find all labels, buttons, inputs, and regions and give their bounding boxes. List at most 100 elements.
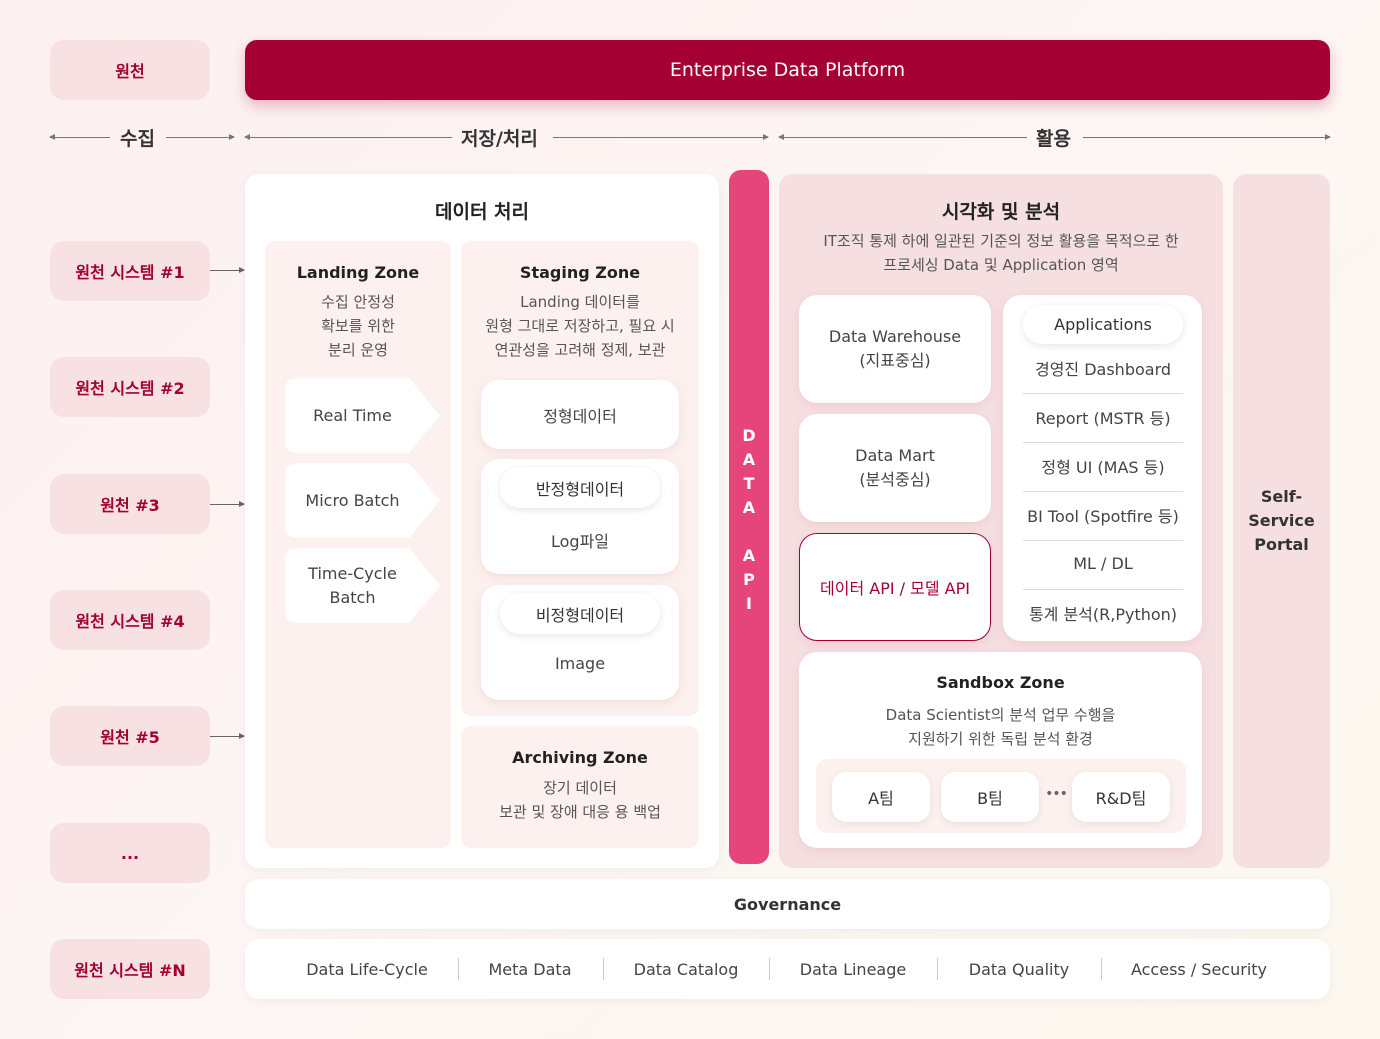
app-divider bbox=[1023, 491, 1183, 492]
store-arrow-right bbox=[553, 134, 769, 140]
portal-line: Portal bbox=[1254, 535, 1309, 554]
micro-batch-item: Micro Batch bbox=[285, 463, 440, 538]
gov-item-metadata: Meta Data bbox=[488, 959, 572, 979]
applications-title: Applications bbox=[1054, 315, 1152, 334]
gov-divider bbox=[458, 958, 459, 980]
data-api-letter: A bbox=[742, 498, 756, 517]
applications-tag: Applications bbox=[1023, 305, 1183, 344]
unstructured-tag-label: 비정형데이터 bbox=[535, 605, 625, 625]
team-a: A팀 bbox=[832, 772, 930, 822]
source-label: 원천 시스템 #2 bbox=[75, 379, 185, 398]
use-arrow-right bbox=[1083, 134, 1331, 140]
staging-zone-desc: Landing 데이터를 원형 그대로 저장하고, 필요 시 연관성을 고려해 … bbox=[461, 290, 699, 362]
team-ellipsis: ••• bbox=[1045, 786, 1068, 802]
source-header: 원천 bbox=[50, 40, 210, 100]
gov-item-catalog: Data Catalog bbox=[633, 959, 739, 979]
portal-line: Service bbox=[1248, 511, 1315, 530]
app-item-dashboard: 경영진 Dashboard bbox=[1034, 359, 1172, 379]
source-label: 원천 #5 bbox=[100, 728, 160, 747]
app-divider bbox=[1023, 540, 1183, 541]
source-system-n: 원천 시스템 #N bbox=[50, 939, 210, 999]
source-label: 원천 #3 bbox=[100, 496, 160, 515]
source-system-2: 원천 시스템 #2 bbox=[50, 357, 210, 417]
analysis-desc: IT조직 통제 하에 일관된 기준의 정보 활용을 목적으로 한 프로세싱 Da… bbox=[779, 229, 1223, 277]
gov-divider bbox=[937, 958, 938, 980]
governance-title: Governance bbox=[733, 894, 842, 914]
governance-bar: Governance bbox=[245, 879, 1330, 929]
semi-structured-tag: 반정형데이터 bbox=[500, 467, 660, 508]
data-api-letter: T bbox=[743, 474, 755, 493]
data-warehouse-card: Data Warehouse (지표중심) bbox=[799, 295, 991, 403]
data-api-bar: D A T A A P I bbox=[729, 170, 769, 864]
source-arrow bbox=[210, 501, 245, 507]
gov-item-quality: Data Quality bbox=[968, 959, 1070, 979]
time-cycle-batch-label: Time-Cycle Batch bbox=[308, 563, 397, 607]
team-b-label: B팀 bbox=[977, 789, 1003, 808]
app-divider bbox=[1023, 589, 1183, 590]
source-system-5: 원천 #5 bbox=[50, 706, 210, 766]
source-system-4: 원천 시스템 #4 bbox=[50, 590, 210, 650]
source-arrow bbox=[210, 267, 245, 273]
desc-line: 연관성을 고려해 정제, 보관 bbox=[494, 341, 666, 359]
micro-batch-label: Micro Batch bbox=[305, 490, 400, 510]
staging-zone-title: Staging Zone bbox=[519, 263, 641, 282]
structured-data-card: 정형데이터 bbox=[481, 380, 679, 449]
gov-item-lifecycle: Data Life-Cycle bbox=[306, 959, 428, 979]
archiving-zone: Archiving Zone 장기 데이터 보관 및 장애 대응 용 백업 bbox=[461, 726, 699, 848]
real-time-item: Real Time bbox=[285, 378, 440, 453]
app-item-bi-tool: BI Tool (Spotfire 등) bbox=[1027, 506, 1179, 526]
source-system-3: 원천 #3 bbox=[50, 474, 210, 534]
app-item-statistics: 통계 분석(R,Python) bbox=[1028, 604, 1178, 624]
gov-item-access-security: Access / Security bbox=[1130, 959, 1268, 979]
gov-item-lineage: Data Lineage bbox=[799, 959, 907, 979]
sandbox-zone-title: Sandbox Zone bbox=[936, 673, 1065, 692]
phase-collect: 수집 bbox=[120, 128, 155, 150]
desc-line: 분리 운영 bbox=[328, 341, 388, 359]
source-header-label: 원천 bbox=[115, 62, 145, 81]
desc-line: 장기 데이터 bbox=[543, 779, 617, 797]
phase-store: 저장/처리 bbox=[461, 128, 538, 150]
gov-divider bbox=[769, 958, 770, 980]
governance-items-bar bbox=[245, 939, 1330, 999]
unstructured-tag: 비정형데이터 bbox=[500, 593, 660, 634]
source-label: 원천 시스템 #4 bbox=[75, 612, 185, 631]
data-api-letter: I bbox=[746, 594, 752, 613]
app-divider bbox=[1023, 442, 1183, 443]
desc-line: 보관 및 장애 대응 용 백업 bbox=[499, 803, 661, 821]
data-processing-title: 데이터 처리 bbox=[434, 201, 529, 223]
team-b: B팀 bbox=[941, 772, 1039, 822]
log-file-label: Log파일 bbox=[550, 532, 610, 551]
team-rnd: R&D팀 bbox=[1072, 772, 1170, 822]
desc-line: 수집 안정성 bbox=[321, 293, 395, 311]
source-arrow bbox=[210, 733, 245, 739]
store-arrow-left bbox=[244, 134, 452, 140]
team-rnd-label: R&D팀 bbox=[1095, 789, 1147, 808]
image-label: Image bbox=[554, 654, 606, 673]
data-api-letter: P bbox=[743, 570, 755, 589]
app-divider bbox=[1023, 393, 1183, 394]
gov-divider bbox=[1101, 958, 1102, 980]
desc-line: 원형 그대로 저장하고, 필요 시 bbox=[485, 317, 675, 335]
landing-zone-title: Landing Zone bbox=[296, 263, 420, 282]
desc-line: 확보를 위한 bbox=[321, 317, 395, 335]
collect-arrow-left bbox=[49, 134, 110, 140]
phase-use: 활용 bbox=[1036, 128, 1071, 150]
applications-card bbox=[1003, 295, 1202, 641]
source-label: 원천 시스템 #N bbox=[74, 961, 186, 980]
data-api-letter: A bbox=[742, 546, 756, 565]
real-time-label: Real Time bbox=[313, 405, 392, 425]
team-a-label: A팀 bbox=[868, 789, 894, 808]
source-label: ... bbox=[120, 843, 140, 863]
semi-structured-tag-label: 반정형데이터 bbox=[535, 479, 625, 499]
desc-line: 지원하기 위한 독립 분석 환경 bbox=[908, 730, 1093, 748]
data-warehouse-sub: (지표중심) bbox=[859, 351, 931, 370]
landing-zone: Landing Zone 수집 안정성 확보를 위한 분리 운영 bbox=[265, 241, 451, 848]
desc-line: 프로세싱 Data 및 Application 영역 bbox=[883, 256, 1119, 274]
source-label: 원천 시스템 #1 bbox=[75, 263, 185, 282]
data-mart-card: Data Mart (분석중심) bbox=[799, 414, 991, 522]
app-item-report: Report (MSTR 등) bbox=[1035, 408, 1171, 428]
data-api-letter: A bbox=[742, 450, 756, 469]
archiving-zone-desc: 장기 데이터 보관 및 장애 대응 용 백업 bbox=[461, 776, 699, 824]
use-arrow-left bbox=[778, 134, 1027, 140]
platform-title: Enterprise Data Platform bbox=[669, 59, 906, 81]
